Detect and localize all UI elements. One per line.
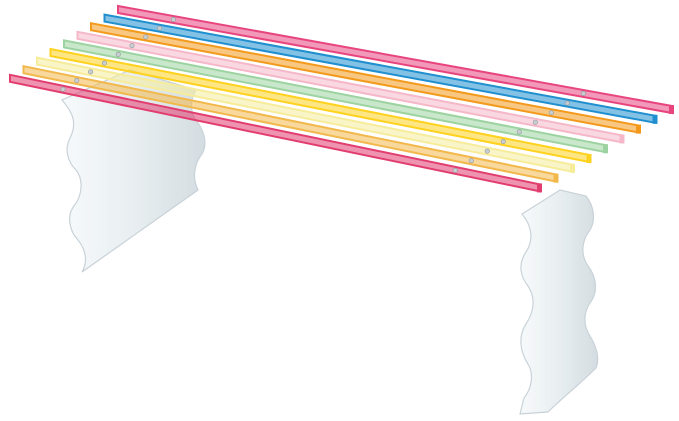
slat-end-cap — [553, 173, 559, 183]
screw — [157, 25, 163, 31]
screw — [532, 119, 538, 125]
screw — [564, 100, 570, 106]
slat-end-cap — [636, 124, 641, 134]
screw — [129, 43, 135, 49]
screws-group — [60, 16, 586, 173]
screw — [74, 78, 80, 84]
slat-end-cap — [619, 134, 625, 144]
slat-end-cap — [537, 183, 542, 193]
screw — [484, 148, 490, 154]
screw — [170, 16, 176, 22]
screw — [115, 51, 121, 57]
screw — [60, 86, 66, 92]
screw — [452, 167, 458, 173]
slat-end-cap — [652, 114, 658, 124]
slat-end-cap — [603, 144, 608, 154]
screw — [143, 34, 149, 40]
screw — [548, 110, 554, 116]
screw — [101, 60, 107, 66]
screw — [88, 69, 94, 75]
slat-end-cap — [586, 154, 592, 163]
screw — [500, 139, 506, 145]
slat-end-cap — [669, 105, 674, 114]
screw — [516, 129, 522, 135]
screw — [468, 158, 474, 164]
left-leg — [61, 69, 206, 273]
slats-group — [9, 4, 674, 193]
screw — [580, 91, 586, 97]
slat-end-cap — [570, 163, 575, 173]
right-leg — [519, 189, 599, 415]
